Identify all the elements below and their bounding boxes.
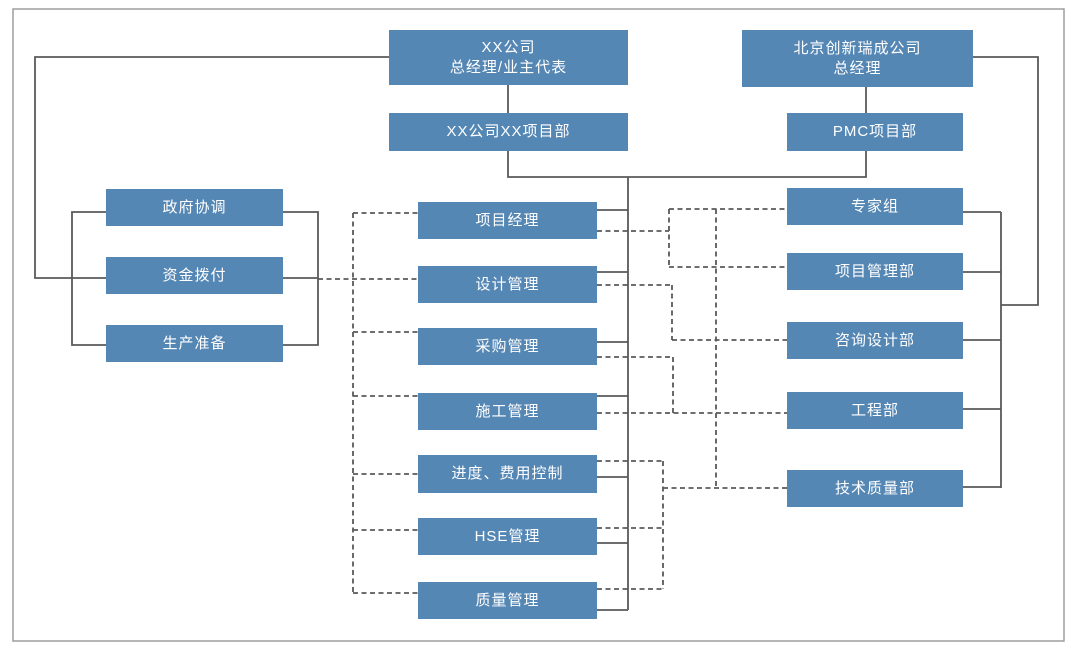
- node-fund-allocation-label: 资金拨付: [162, 266, 227, 284]
- node-pmc-project-dept-label: PMC项目部: [832, 123, 918, 140]
- node-owner-project-dept: XX公司XX项目部: [389, 113, 628, 151]
- node-engineering-dept-label: 工程部: [850, 401, 899, 419]
- node-owner-general-manager-line1: XX公司: [481, 38, 536, 56]
- node-quality-management: 质量管理: [418, 582, 597, 619]
- node-quality-management-label: 质量管理: [475, 591, 540, 609]
- node-technical-quality-dept: 技术质量部: [787, 470, 963, 507]
- node-design-management-label: 设计管理: [475, 275, 540, 293]
- node-design-management: 设计管理: [418, 266, 597, 303]
- node-engineering-dept: 工程部: [787, 392, 963, 429]
- diagram-frame: [12, 8, 1065, 642]
- node-pmc-general-manager-line1: 北京创新瑞成公司: [793, 39, 922, 57]
- node-owner-general-manager: XX公司 总经理/业主代表: [389, 30, 628, 85]
- node-schedule-cost-control: 进度、费用控制: [418, 455, 597, 493]
- dashed-connectors: [318, 208, 787, 594]
- node-hse-management: HSE管理: [418, 518, 597, 555]
- node-expert-group: 专家组: [787, 188, 963, 225]
- node-schedule-cost-control-label: 进度、费用控制: [451, 465, 564, 482]
- node-government-coordination-label: 政府协调: [162, 198, 227, 216]
- node-government-coordination: 政府协调: [106, 189, 283, 226]
- node-consulting-design-dept-label: 咨询设计部: [834, 331, 915, 349]
- node-owner-general-manager-line2: 总经理/业主代表: [449, 58, 568, 76]
- node-construction-management-label: 施工管理: [475, 402, 540, 420]
- node-pmc-project-dept: PMC项目部: [787, 113, 963, 151]
- node-procurement-management-label: 采购管理: [475, 337, 540, 355]
- node-project-management-dept: 项目管理部: [787, 253, 963, 290]
- node-project-manager-label: 项目经理: [475, 211, 540, 229]
- node-pmc-general-manager-line2: 总经理: [833, 59, 882, 77]
- node-pmc-general-manager: 北京创新瑞成公司 总经理: [742, 30, 973, 87]
- node-expert-group-label: 专家组: [850, 197, 899, 215]
- node-project-management-dept-label: 项目管理部: [834, 262, 915, 280]
- node-construction-management: 施工管理: [418, 393, 597, 430]
- node-technical-quality-dept-label: 技术质量部: [834, 479, 915, 497]
- node-owner-project-dept-label: XX公司XX项目部: [446, 123, 571, 140]
- node-production-preparation: 生产准备: [106, 325, 283, 362]
- node-hse-management-label: HSE管理: [474, 527, 541, 545]
- node-production-preparation-label: 生产准备: [162, 334, 227, 352]
- node-fund-allocation: 资金拨付: [106, 257, 283, 294]
- node-consulting-design-dept: 咨询设计部: [787, 322, 963, 359]
- node-project-manager: 项目经理: [418, 202, 597, 239]
- node-procurement-management: 采购管理: [418, 328, 597, 365]
